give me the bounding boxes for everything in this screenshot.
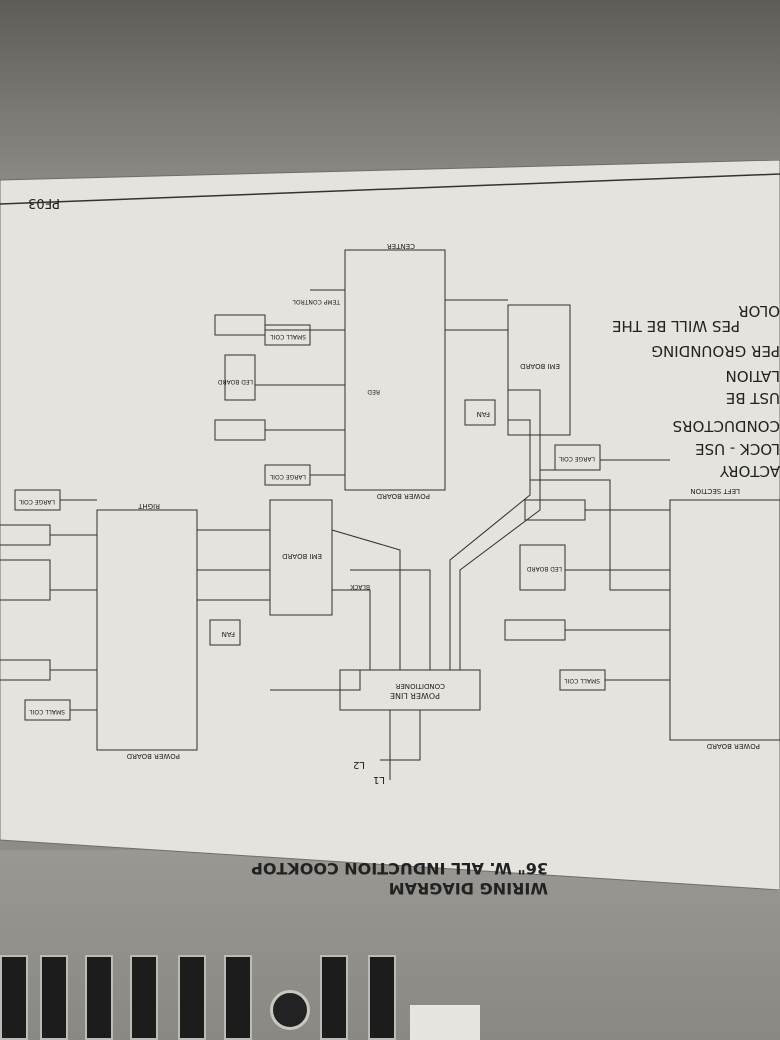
wiring-diagram-sheet bbox=[0, 160, 780, 890]
diagram-title: WIRING DIAGRAM bbox=[388, 879, 548, 898]
center-led-label: LED BOARD bbox=[217, 378, 253, 385]
right-large-coil-label: LARGE COIL bbox=[18, 498, 55, 505]
wire bbox=[332, 589, 371, 670]
note-line: CONDUCTORS bbox=[672, 417, 780, 435]
conditioner-title: POWER LINE bbox=[389, 691, 440, 700]
center-power-board bbox=[344, 249, 446, 491]
center-led-board-box bbox=[224, 354, 256, 401]
wire-red-label: RED bbox=[367, 388, 380, 395]
note-line: LOCK - USE bbox=[695, 440, 780, 458]
right-large-pot-box bbox=[0, 524, 51, 546]
power-line-conditioner bbox=[339, 669, 481, 711]
wire bbox=[508, 419, 670, 591]
vent-grille bbox=[0, 955, 780, 1040]
paper-background bbox=[0, 160, 780, 890]
vent-slot bbox=[40, 955, 68, 1040]
center-fan-label: FAN bbox=[476, 410, 490, 418]
left-led-board-box bbox=[519, 544, 566, 591]
center-power-board-label: POWER BOARD bbox=[376, 492, 430, 500]
left-small-pot-box bbox=[504, 619, 566, 641]
note-line: ACTORY bbox=[719, 462, 780, 480]
diagram-subtitle: 36" W. ALL INDUCTION COOKTOP bbox=[251, 859, 548, 878]
vent-slot bbox=[85, 955, 113, 1040]
diagram-content: WIRING DIAGRAM 36" W. ALL INDUCTION COOK… bbox=[0, 160, 780, 898]
note-line: UST BE bbox=[725, 389, 780, 407]
center-fan-box bbox=[464, 399, 496, 426]
note-line: PES WILL BE THE bbox=[611, 317, 740, 335]
border-line bbox=[0, 173, 780, 205]
right-emi-board-label: EMI BOARD bbox=[282, 552, 322, 560]
vent-slot bbox=[320, 955, 348, 1040]
wire bbox=[508, 389, 600, 471]
right-power-board-label: POWER BOARD bbox=[126, 752, 180, 760]
wire bbox=[270, 670, 361, 691]
left-large-pot-box bbox=[524, 499, 586, 521]
left-small-coil-label: SMALL COIL bbox=[564, 677, 600, 684]
wire bbox=[459, 435, 541, 670]
vent-slot bbox=[0, 955, 28, 1040]
wire bbox=[449, 435, 531, 670]
right-power-board bbox=[96, 509, 198, 751]
control-knob[interactable] bbox=[270, 990, 310, 1030]
left-large-coil-label: LARGE COIL bbox=[558, 455, 595, 462]
center-large-pot-box bbox=[214, 419, 266, 441]
right-fan-box bbox=[209, 619, 241, 646]
right-small-pot-box bbox=[0, 659, 51, 681]
center-temp-label: TEMP CONTROL bbox=[292, 298, 340, 305]
right-emi-board bbox=[269, 499, 333, 616]
wire bbox=[380, 710, 421, 761]
center-emi-board bbox=[507, 304, 571, 436]
label-tag bbox=[410, 1005, 480, 1040]
vent-slot bbox=[178, 955, 206, 1040]
vent-slot bbox=[368, 955, 396, 1040]
line-l1: L1 bbox=[373, 774, 385, 785]
left-led-label: LED BOARD bbox=[526, 565, 562, 572]
right-fan-label: FAN bbox=[221, 630, 235, 638]
vent-slot bbox=[224, 955, 252, 1040]
line-l2: L2 bbox=[353, 759, 365, 770]
conditioner-sub: CONDITIONER bbox=[395, 682, 445, 690]
wire bbox=[331, 529, 401, 670]
right-led-board-box bbox=[0, 559, 51, 601]
center-large-coil-label: LARGE COIL bbox=[269, 473, 306, 480]
vent-slot bbox=[130, 955, 158, 1040]
center-label: CENTER bbox=[386, 242, 415, 250]
note-line: OLOR bbox=[738, 302, 780, 320]
left-power-board bbox=[669, 499, 780, 741]
left-power-board-label: POWER BOARD bbox=[706, 742, 760, 750]
wire-black-label: BLACK bbox=[350, 583, 370, 590]
center-small-pot-box bbox=[214, 314, 266, 336]
wiring-lines bbox=[0, 249, 780, 780]
center-small-coil-label: SMALL COIL bbox=[270, 333, 306, 340]
sheet-code: PF03 bbox=[28, 195, 60, 210]
right-small-coil-label: SMALL COIL bbox=[29, 708, 65, 715]
note-line: PER GROUNDING bbox=[651, 342, 780, 360]
center-emi-board-label: EMI BOARD bbox=[520, 362, 560, 370]
wire bbox=[350, 569, 431, 670]
left-label: LEFT SECTION bbox=[690, 487, 740, 495]
note-line: LATION bbox=[725, 367, 780, 385]
right-label: RIGHT bbox=[138, 502, 160, 510]
